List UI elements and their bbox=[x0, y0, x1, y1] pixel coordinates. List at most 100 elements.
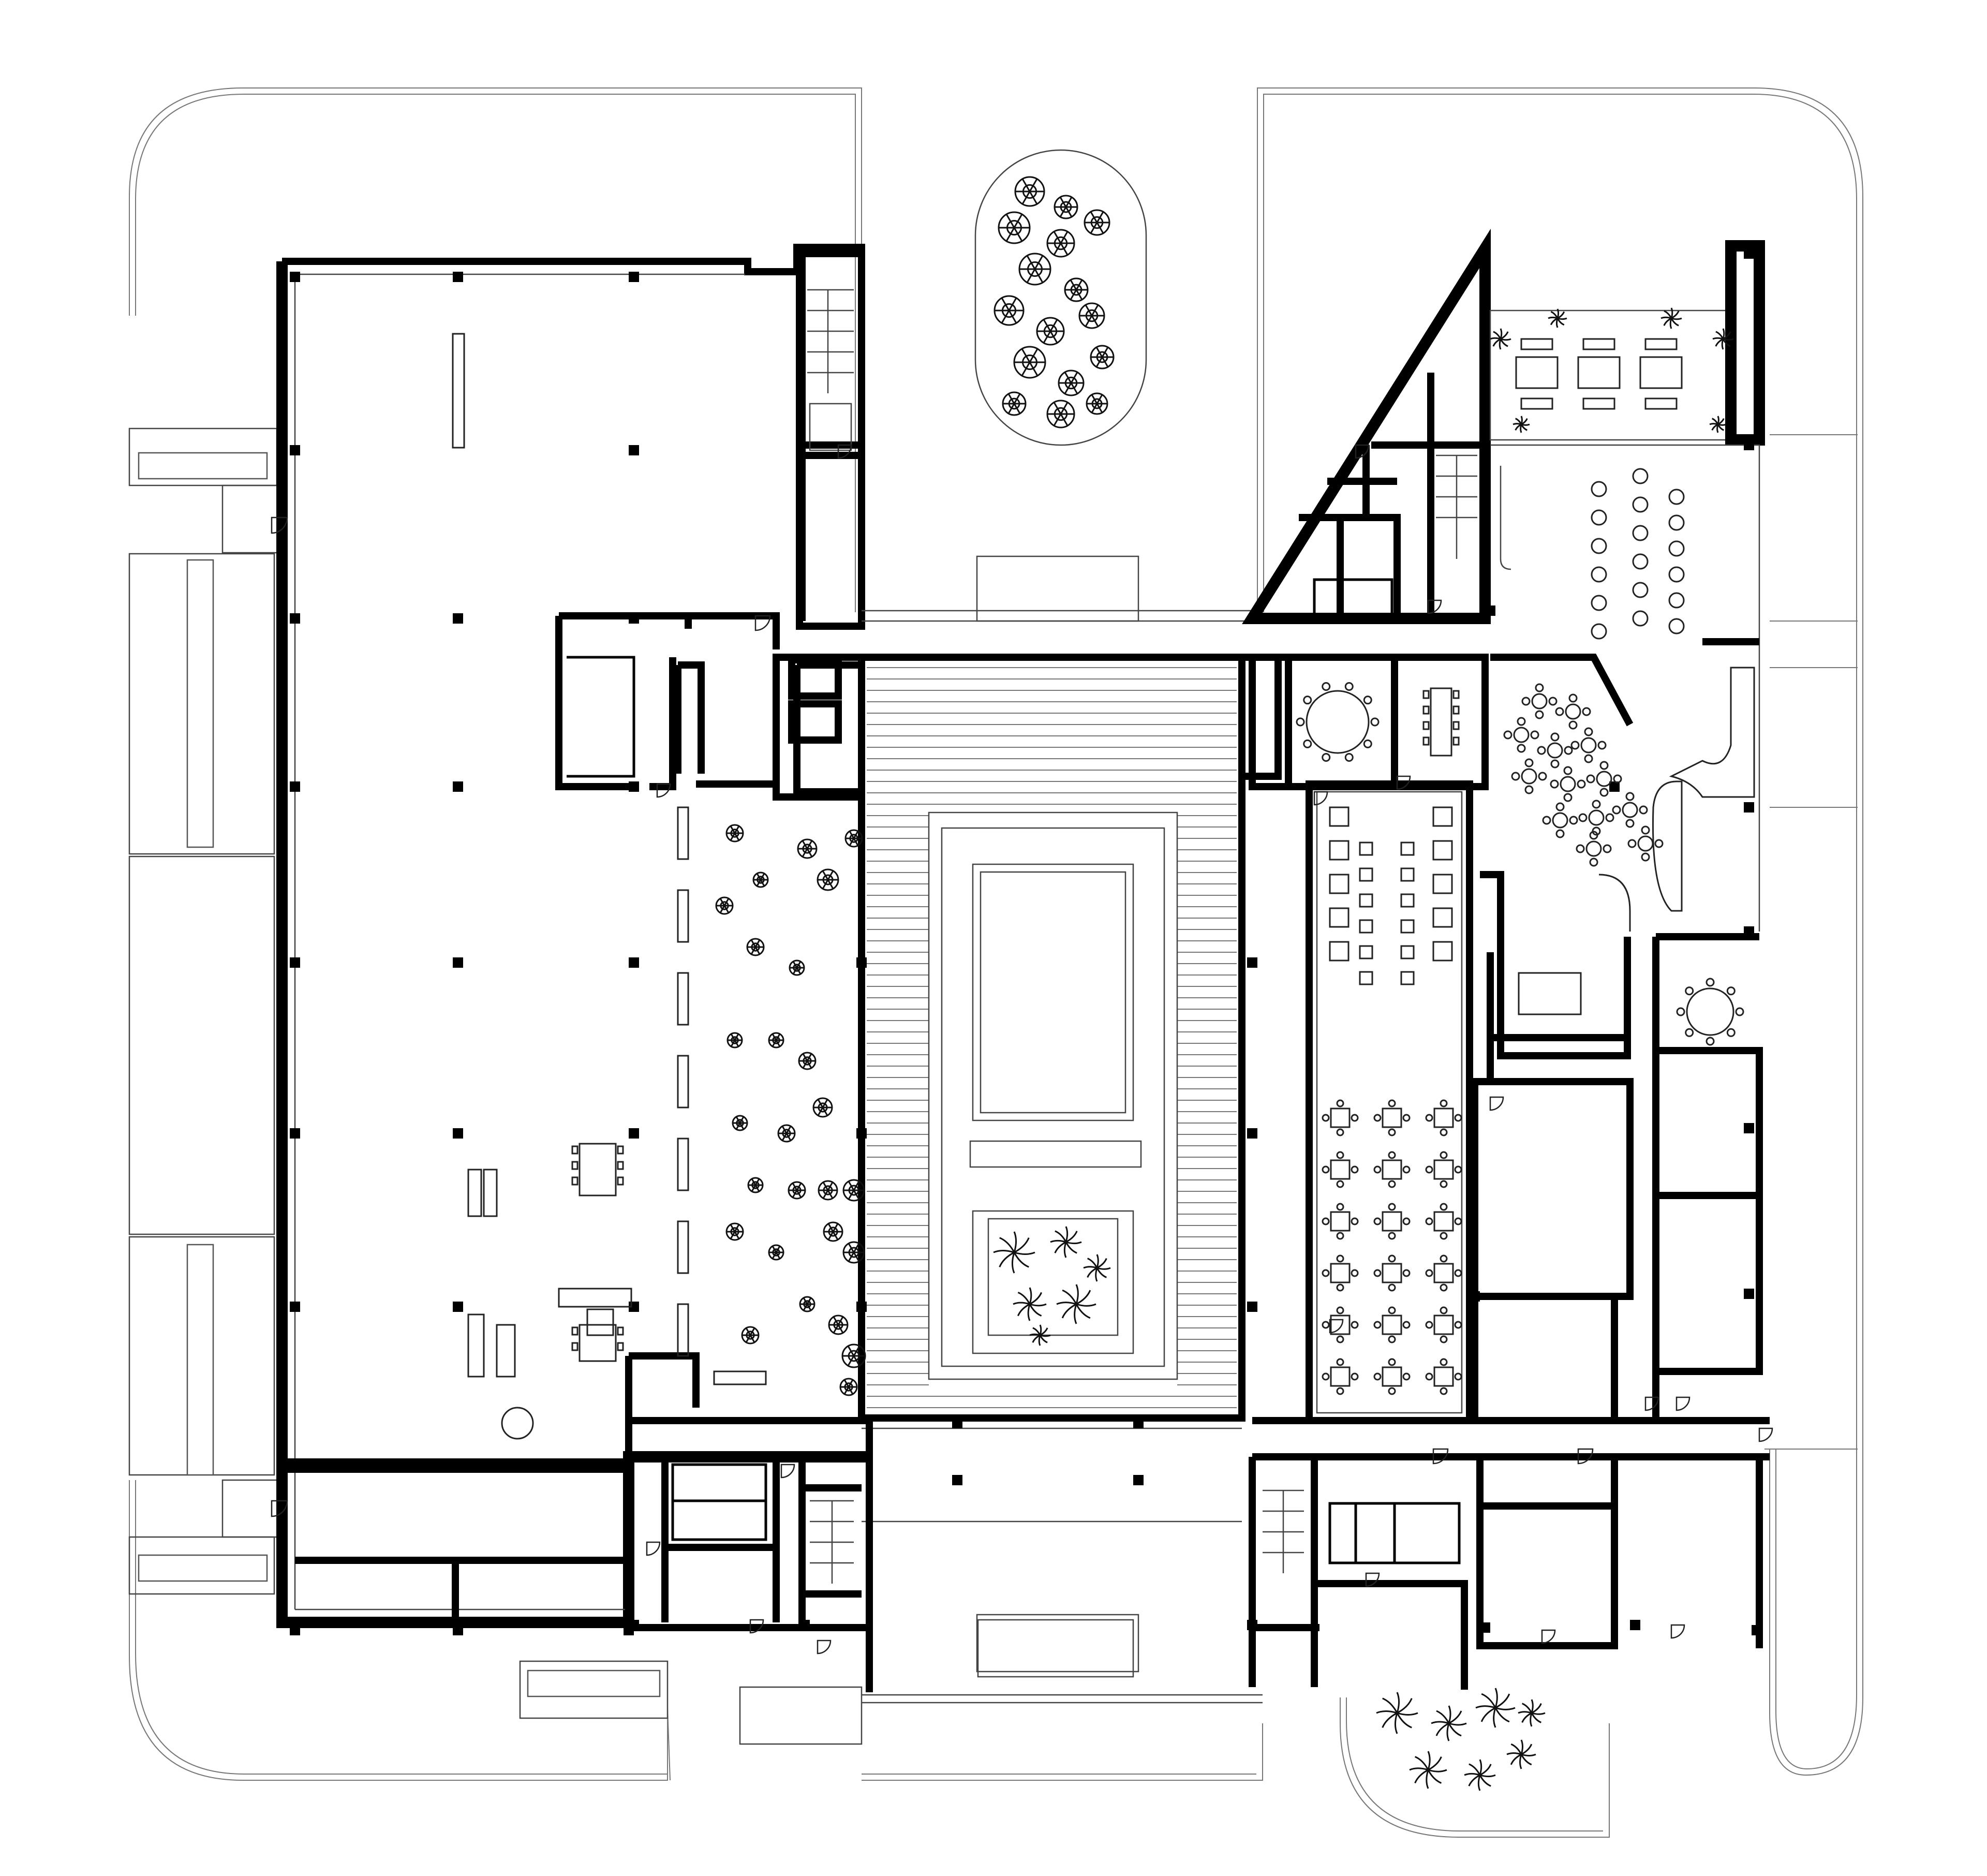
palm-frond bbox=[1521, 1753, 1536, 1756]
palm-frond bbox=[1076, 1290, 1091, 1305]
palm-frond bbox=[1480, 1707, 1496, 1722]
shrub-branch bbox=[1053, 402, 1062, 415]
chair bbox=[1402, 1372, 1411, 1381]
shrub-branch bbox=[1034, 269, 1044, 283]
round-table bbox=[501, 1407, 534, 1440]
palm-frond bbox=[1397, 1712, 1418, 1716]
shrub-branch bbox=[730, 1224, 736, 1232]
palm-frond bbox=[1011, 1252, 1015, 1274]
palm-frond bbox=[1039, 1324, 1042, 1336]
chair bbox=[1373, 1372, 1382, 1381]
shrub-branch bbox=[734, 1033, 739, 1041]
shrub-branch bbox=[1085, 304, 1093, 316]
shrub-branch bbox=[796, 967, 802, 974]
shrub-branch bbox=[853, 1346, 861, 1356]
shrub-branch bbox=[1091, 394, 1098, 404]
palm-frond bbox=[1521, 418, 1528, 425]
shrub-branch bbox=[735, 1122, 741, 1130]
chair bbox=[1726, 1028, 1736, 1037]
chair bbox=[1550, 779, 1559, 789]
chair bbox=[1303, 739, 1312, 748]
shrub-branch bbox=[739, 1122, 745, 1130]
sofa bbox=[1644, 338, 1678, 350]
chair bbox=[1336, 1358, 1344, 1366]
booth bbox=[1329, 840, 1350, 861]
rect-table bbox=[579, 1324, 617, 1362]
shrub-branch bbox=[849, 838, 855, 846]
shrub-branch bbox=[1096, 394, 1103, 404]
shrub-branch bbox=[1001, 298, 1010, 311]
shrub-branch bbox=[802, 1053, 808, 1061]
palm-frond bbox=[1495, 1693, 1510, 1709]
shrub-branch bbox=[817, 1099, 824, 1108]
column bbox=[290, 1459, 300, 1470]
bar-counter bbox=[1518, 972, 1582, 1015]
shrub-branch bbox=[1034, 255, 1044, 270]
palm-frond bbox=[1721, 338, 1724, 350]
round-table bbox=[1637, 835, 1654, 852]
chair bbox=[1452, 705, 1460, 715]
shrub-branch bbox=[806, 1297, 812, 1305]
palm-frond bbox=[1446, 1723, 1450, 1741]
chair bbox=[1625, 819, 1635, 828]
booth bbox=[1432, 941, 1453, 962]
chair bbox=[1351, 1321, 1359, 1329]
column bbox=[453, 613, 463, 624]
chair bbox=[1537, 746, 1546, 755]
dining-table bbox=[1382, 1159, 1402, 1180]
palm-frond bbox=[1038, 1335, 1041, 1346]
chair bbox=[1576, 844, 1585, 853]
dining-table bbox=[1382, 1211, 1402, 1232]
palm-frond bbox=[1013, 1231, 1017, 1253]
shrub-branch bbox=[848, 1386, 854, 1395]
door-swing bbox=[1396, 775, 1411, 790]
column bbox=[453, 781, 463, 792]
chair bbox=[1351, 1114, 1359, 1122]
palm-frond bbox=[1427, 1769, 1442, 1784]
chair bbox=[1336, 1306, 1344, 1314]
palm-frond bbox=[1017, 1291, 1031, 1305]
chair bbox=[1425, 1321, 1433, 1329]
shrub-branch bbox=[803, 1304, 808, 1311]
palm-frond bbox=[1065, 1241, 1082, 1245]
column bbox=[856, 957, 867, 968]
shrub-branch bbox=[849, 831, 855, 839]
cafe-table bbox=[1668, 592, 1685, 609]
chair bbox=[1336, 1254, 1344, 1263]
shrub-branch bbox=[760, 873, 765, 880]
shrub-branch bbox=[853, 1243, 860, 1253]
shrub-branch bbox=[1091, 304, 1099, 316]
shrub-branch bbox=[792, 1190, 798, 1198]
sofa bbox=[1582, 397, 1615, 410]
column bbox=[856, 1302, 867, 1312]
chair bbox=[1440, 1099, 1448, 1107]
round-table bbox=[1547, 742, 1563, 759]
column bbox=[629, 272, 639, 282]
dining-table bbox=[1330, 1314, 1351, 1335]
palm-frond bbox=[1065, 1242, 1077, 1254]
shrub-branch bbox=[1008, 310, 1017, 323]
palm-frond bbox=[1464, 1772, 1480, 1776]
chair bbox=[1440, 1387, 1448, 1395]
shrub-branch bbox=[1065, 206, 1073, 217]
palm-frond bbox=[1510, 1743, 1522, 1755]
palm-frond bbox=[999, 1237, 1015, 1253]
round-table bbox=[1565, 703, 1581, 720]
chair bbox=[1336, 1283, 1344, 1292]
chair bbox=[1569, 816, 1578, 825]
shrub-branch bbox=[751, 1178, 757, 1186]
column bbox=[290, 957, 300, 968]
sofa bbox=[1520, 397, 1553, 410]
column bbox=[1470, 1291, 1480, 1302]
cafe-table bbox=[1632, 610, 1649, 627]
sofa-set bbox=[1577, 356, 1621, 389]
palm-frond bbox=[1712, 337, 1724, 340]
shrub-branch bbox=[848, 1180, 855, 1191]
chair bbox=[1296, 717, 1305, 727]
shrub-branch bbox=[1026, 269, 1036, 283]
chair bbox=[1454, 1165, 1462, 1174]
chair bbox=[1440, 1203, 1448, 1211]
chair bbox=[1440, 1232, 1448, 1240]
cafe-table bbox=[1591, 509, 1607, 526]
shrub-branch bbox=[754, 1185, 760, 1192]
